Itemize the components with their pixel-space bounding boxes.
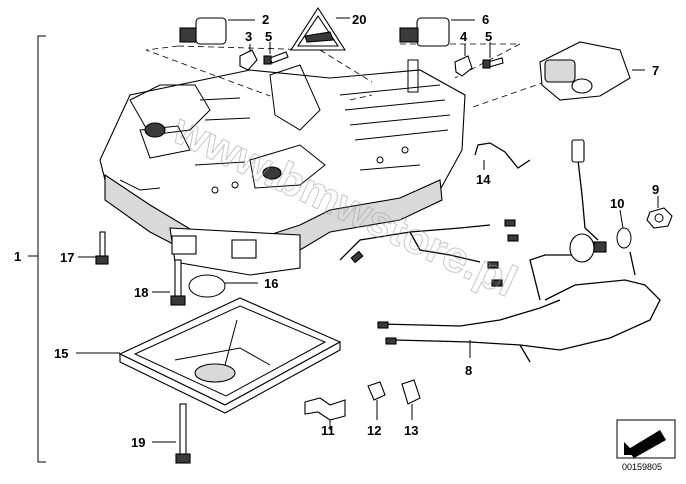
nut-part-9 (646, 196, 673, 229)
callout-16: 16 (264, 276, 278, 291)
regulator-part-7 (539, 41, 645, 101)
bracket-part-11 (304, 397, 346, 430)
bolt-part-19 (152, 403, 191, 464)
callout-9: 9 (652, 182, 659, 197)
callout-13: 13 (404, 423, 418, 438)
solenoid-part-2 (179, 17, 255, 45)
bolt-part-17 (78, 231, 109, 265)
solenoid-part-6 (399, 17, 475, 47)
bolt-part-18 (152, 259, 186, 306)
callout-17: 17 (60, 250, 74, 265)
wire-clip-part-14 (474, 142, 531, 170)
clip-part-13 (401, 379, 421, 420)
clip-part-12 (367, 381, 386, 420)
callout-5b: 5 (485, 29, 492, 44)
screw-parts-5 (263, 42, 504, 69)
callout-20: 20 (352, 12, 366, 27)
clip-parts-3-4 (239, 44, 473, 77)
callout-14: 14 (476, 172, 491, 187)
callout-1: 1 (14, 249, 21, 264)
callout-6: 6 (482, 12, 489, 27)
callout-10: 10 (610, 196, 624, 211)
callout-8: 8 (465, 363, 472, 378)
orientation-arrow-icon (616, 419, 676, 459)
callout-5a: 5 (265, 29, 272, 44)
wiring-harness-part-8 (339, 139, 661, 363)
diagram-code: 00159805 (622, 462, 662, 472)
callout-7: 7 (652, 63, 659, 78)
callout-19: 19 (131, 435, 145, 450)
oring-part-10 (616, 209, 632, 249)
assembly-bracket (28, 35, 46, 463)
callout-2: 2 (262, 12, 269, 27)
callout-15: 15 (54, 346, 68, 361)
callout-12: 12 (367, 423, 381, 438)
callout-4: 4 (460, 29, 468, 44)
valve-body-drawing (99, 59, 466, 276)
callout-18: 18 (134, 285, 148, 300)
callout-3: 3 (245, 29, 252, 44)
warning-label-part-20 (289, 6, 350, 51)
oil-pan-part-15 (76, 297, 342, 414)
callout-11: 11 (321, 423, 335, 438)
oring-part-16 (188, 274, 258, 298)
